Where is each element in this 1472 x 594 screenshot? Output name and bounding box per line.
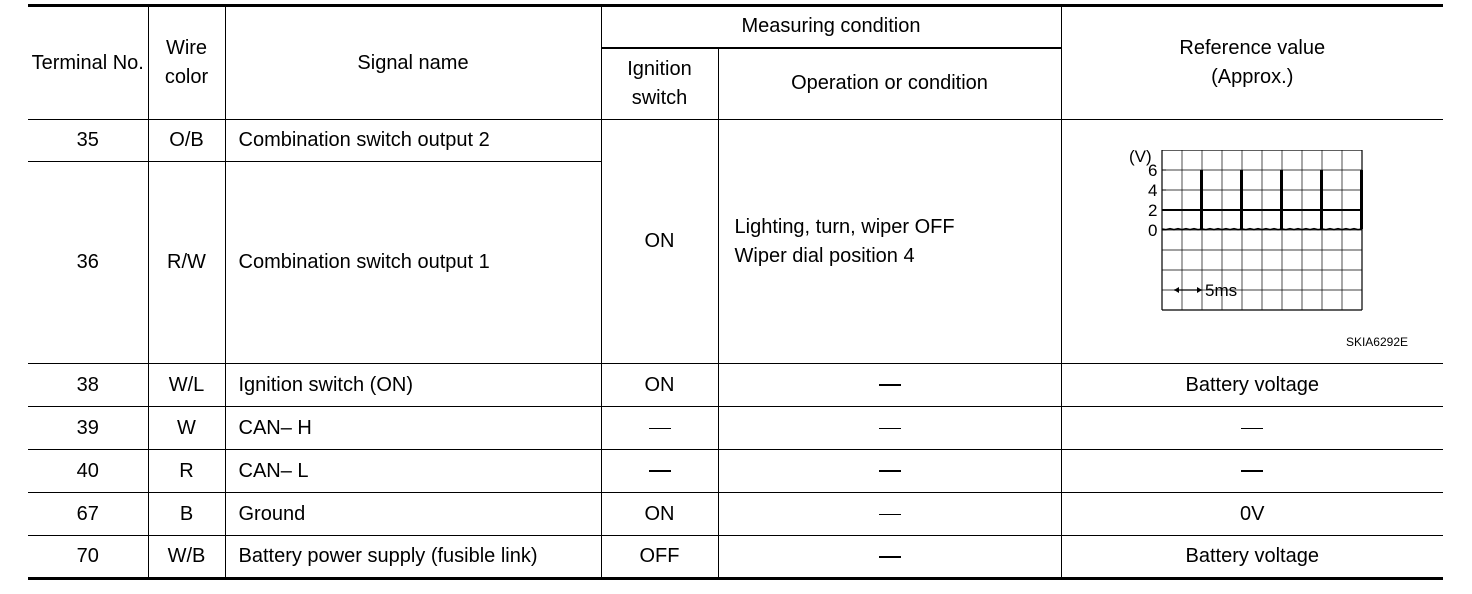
operation-cell [717,449,1062,493]
signal-name-cell: Ignition switch (ON) [224,363,602,407]
time-scale-marker: 5ms [1173,281,1237,300]
header-signal-name: Signal name [224,4,602,120]
terminal-cell: 39 [28,406,149,450]
header-reference-value-label: Reference value [1179,37,1326,59]
header-reference-value-approx: (Approx.) [1211,66,1294,88]
waveform-tick-label: 4 [1148,181,1157,200]
ignition-cell: OFF [600,535,719,580]
waveform-pulse [1239,170,1243,229]
signal-name-cell: Ground [224,492,602,536]
waveform-pulses [1199,170,1363,229]
header-ignition-switch: Ignition switch [601,47,719,120]
ignition-cell: ON [600,119,719,364]
header-measuring-condition: Measuring condition [600,4,1062,49]
waveform-pulse [1279,170,1283,229]
ignition-cell [600,406,719,450]
waveform-unit-label: (V) [1130,150,1152,166]
dash-mark [878,513,901,515]
ignition-cell: ON [600,363,719,407]
signal-name-cell: CAN– H [224,406,602,450]
reference-cell: 0V [1060,492,1443,536]
waveform-tick-label: 6 [1148,161,1157,180]
signal-name-cell: CAN– L [224,449,602,493]
waveform-pulse [1319,170,1323,229]
table-row: 35 O/B Combination switch output 2 ON Li… [28,119,1443,364]
terminal-cell: 40 [28,449,149,493]
signal-name-cell: Combination switch output 1 [224,161,601,364]
time-scale-label: 5ms [1205,281,1237,300]
header-reference-value: Reference value (Approx.) [1060,4,1443,120]
operation-cell [717,363,1062,407]
header-operation-or-condition: Operation or condition [717,47,1061,120]
dash-mark [1241,427,1264,429]
reference-cell [1060,406,1443,450]
table-row: 38 W/L Ignition switch (ON) ON Battery v… [28,363,1443,407]
operation-cell [717,492,1062,536]
operation-cell: Lighting, turn, wiper OFF Wiper dial pos… [717,119,1062,364]
figure-id: SKIA6292E [1345,335,1408,349]
reference-cell: Battery voltage [1060,535,1443,580]
terminal-cell: 38 [28,363,149,407]
wire-color-cell: R/W [147,161,226,364]
operation-cell [717,535,1062,580]
waveform-tick-label: 2 [1148,201,1157,220]
header-wire-color: Wire color [147,4,226,120]
waveform-tick-label: 0 [1148,221,1157,240]
dash-mark [878,470,901,473]
terminal-cell: 67 [28,492,149,536]
header-terminal-no: Terminal No. [28,4,149,120]
ignition-cell: ON [600,492,719,536]
dash-mark [648,427,671,429]
wire-color-cell: W [147,406,226,450]
wire-color-cell: W/L [147,363,226,407]
operation-line-1: Lighting, turn, wiper OFF [734,215,955,238]
reference-cell: Battery voltage [1060,363,1443,407]
terminal-cell: 35 [28,119,149,162]
terminal-cell: 36 [28,161,149,364]
ignition-cell [600,449,719,493]
operation-line-2: Wiper dial position 4 [734,244,915,267]
table-row: 36 R/W Combination switch output 1 [28,161,1443,364]
waveform-pulse [1359,170,1363,229]
dash-mark [1241,470,1264,473]
signal-name-cell: Combination switch output 2 [224,119,602,162]
table-row: 70 W/B Battery power supply (fusible lin… [28,535,1443,580]
wire-color-cell: B [147,492,226,536]
table-row: 40 R CAN– L [28,449,1443,493]
wire-color-cell: O/B [147,119,226,162]
dash-mark [878,427,901,429]
waveform-pulse [1199,170,1203,229]
table-row: 67 B Ground ON 0V [28,492,1443,536]
dash-mark [878,555,901,558]
signal-name-cell: Battery power supply (fusible link) [224,535,602,580]
reference-cell [1060,449,1443,493]
wire-color-cell: W/B [147,535,226,580]
terminal-cell: 70 [28,535,149,580]
terminal-spec-table: Terminal No. Wire color Signal name Meas… [28,4,1443,580]
waveform-trace [1161,227,1362,231]
wire-color-cell: R [147,449,226,493]
operation-cell [717,406,1062,450]
dash-mark [878,384,901,387]
table-row: 39 W CAN– H [28,406,1443,450]
dash-mark [648,470,671,473]
